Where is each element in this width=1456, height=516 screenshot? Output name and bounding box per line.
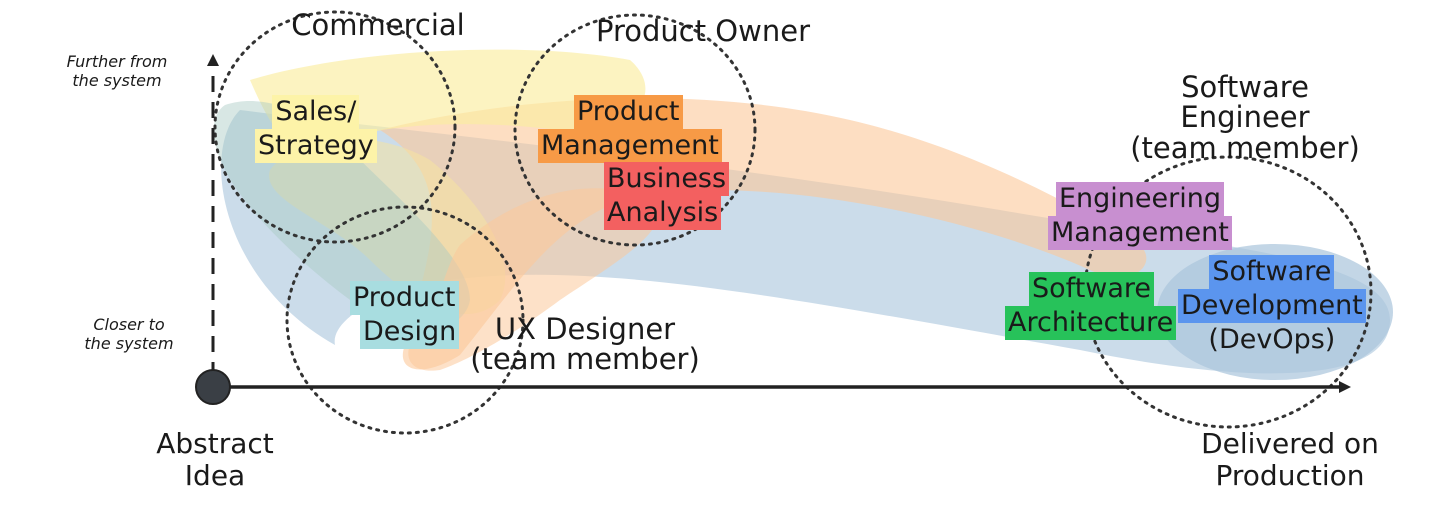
role-commercial-line-1: Commercial [291, 8, 465, 42]
product-management-line-2: Management [538, 129, 722, 163]
role-commercial: Commercial [278, 8, 478, 42]
software-development-line-3: (DevOps) [1208, 324, 1336, 355]
software-development-line-1: Software [1209, 255, 1335, 289]
y-axis-top-line-1: Further from [66, 52, 168, 71]
business-analysis-line-1: Business [604, 162, 730, 196]
role-software-engineer-line-1: Software [1181, 70, 1309, 104]
software-development-line-2: Development [1178, 289, 1366, 323]
activity-product-management: Product Management [538, 95, 722, 163]
role-ux-designer: UX Designer (team member) [455, 314, 715, 375]
software-architecture-line-2: Architecture [1005, 306, 1177, 340]
sales-strategy-line-2: Strategy [255, 129, 377, 163]
product-design-line-1: Product [350, 281, 459, 315]
y-axis-top-label: Further from the system [52, 52, 182, 90]
role-circles [213, 10, 1373, 435]
activity-product-design: Product Design [350, 281, 460, 349]
x-axis-end-label: Delivered on Production [1195, 427, 1385, 493]
sales-strategy-line-1: Sales/ [272, 95, 360, 129]
x-axis-end-line-1: Delivered on [1201, 427, 1379, 460]
role-software-engineer: Software Engineer (team member) [1120, 70, 1370, 165]
y-axis-bottom-label: Closer to the system [65, 315, 193, 353]
yellow-tail-band [269, 138, 506, 315]
y-axis-bottom-line-1: Closer to [93, 315, 165, 334]
role-product-owner: Product Owner [578, 14, 828, 48]
role-ux-designer-line-1: UX Designer [494, 312, 676, 346]
activity-software-development: Software Development (DevOps) [1178, 255, 1366, 357]
product-owner-circle [513, 13, 757, 247]
x-axis-start-line-2: Idea [184, 459, 246, 493]
orange-band [380, 98, 1147, 370]
activity-sales-strategy: Sales/ Strategy [255, 95, 377, 163]
role-software-engineer-line-3: (team member) [1130, 130, 1360, 165]
engineering-management-line-1: Engineering [1056, 182, 1224, 216]
orange-tail-band [408, 188, 658, 371]
ux-designer-circle [285, 205, 525, 435]
activity-software-architecture: Software Architecture [1005, 272, 1177, 340]
business-analysis-line-2: Analysis [604, 196, 722, 230]
activity-business-analysis: Business Analysis [604, 162, 730, 230]
activity-engineering-management: Engineering Management [1048, 182, 1232, 250]
engineering-management-line-2: Management [1048, 216, 1232, 250]
role-product-owner-line-1: Product Owner [595, 14, 811, 48]
software-architecture-line-1: Software [1029, 272, 1155, 306]
origin-dot [195, 369, 231, 405]
x-axis-end-line-2: Production [1215, 459, 1365, 493]
role-software-engineer-line-2: Engineer [1180, 100, 1310, 135]
y-axis-bottom-line-2: the system [84, 334, 174, 354]
commercial-circle [213, 10, 457, 244]
x-axis-start-label: Abstract Idea [135, 427, 295, 493]
product-design-line-2: Design [360, 315, 460, 349]
software-engineer-circle [1083, 155, 1373, 429]
x-axis-start-line-1: Abstract [156, 427, 274, 460]
role-ux-designer-line-2: (team member) [470, 342, 700, 377]
y-axis-top-line-2: the system [72, 71, 162, 91]
product-management-line-1: Product [574, 95, 683, 129]
